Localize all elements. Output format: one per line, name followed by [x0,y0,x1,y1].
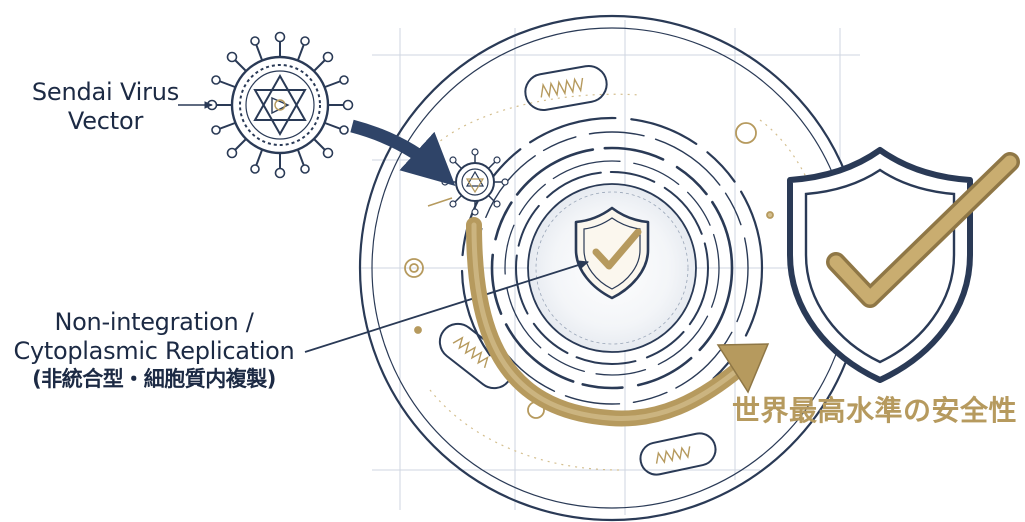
non-integration-label: Non-integration / Cytoplasmic Replicatio… [4,308,304,392]
small-virus-icon [441,148,509,216]
shield-check-icon [574,206,650,300]
sendai-virus-label: Sendai Virus Vector [18,78,193,137]
mitochondrion-icon [524,65,608,111]
small-arrow [427,197,453,207]
large-shield-check-icon [787,147,1020,383]
non-integration-label-japanese: (非統合型・細胞質内複製) [32,366,276,391]
safety-claim-label: 世界最高水準の安全性 [732,394,1018,427]
non-integration-label-line1: Non-integration / [54,308,254,336]
non-integration-label-line2: Cytoplasmic Replication [13,337,295,366]
nonint-pointer-arrow [304,260,590,353]
entry-arrow [350,119,456,186]
sendai-virus-label-line1: Sendai Virus [31,78,180,106]
vesicles [404,122,774,419]
sendai-virus-label-line2: Vector [67,107,144,136]
sendai-virus-icon [206,31,354,179]
mitochondrion-icon [639,432,717,476]
gold-curved-arrow [466,217,770,427]
